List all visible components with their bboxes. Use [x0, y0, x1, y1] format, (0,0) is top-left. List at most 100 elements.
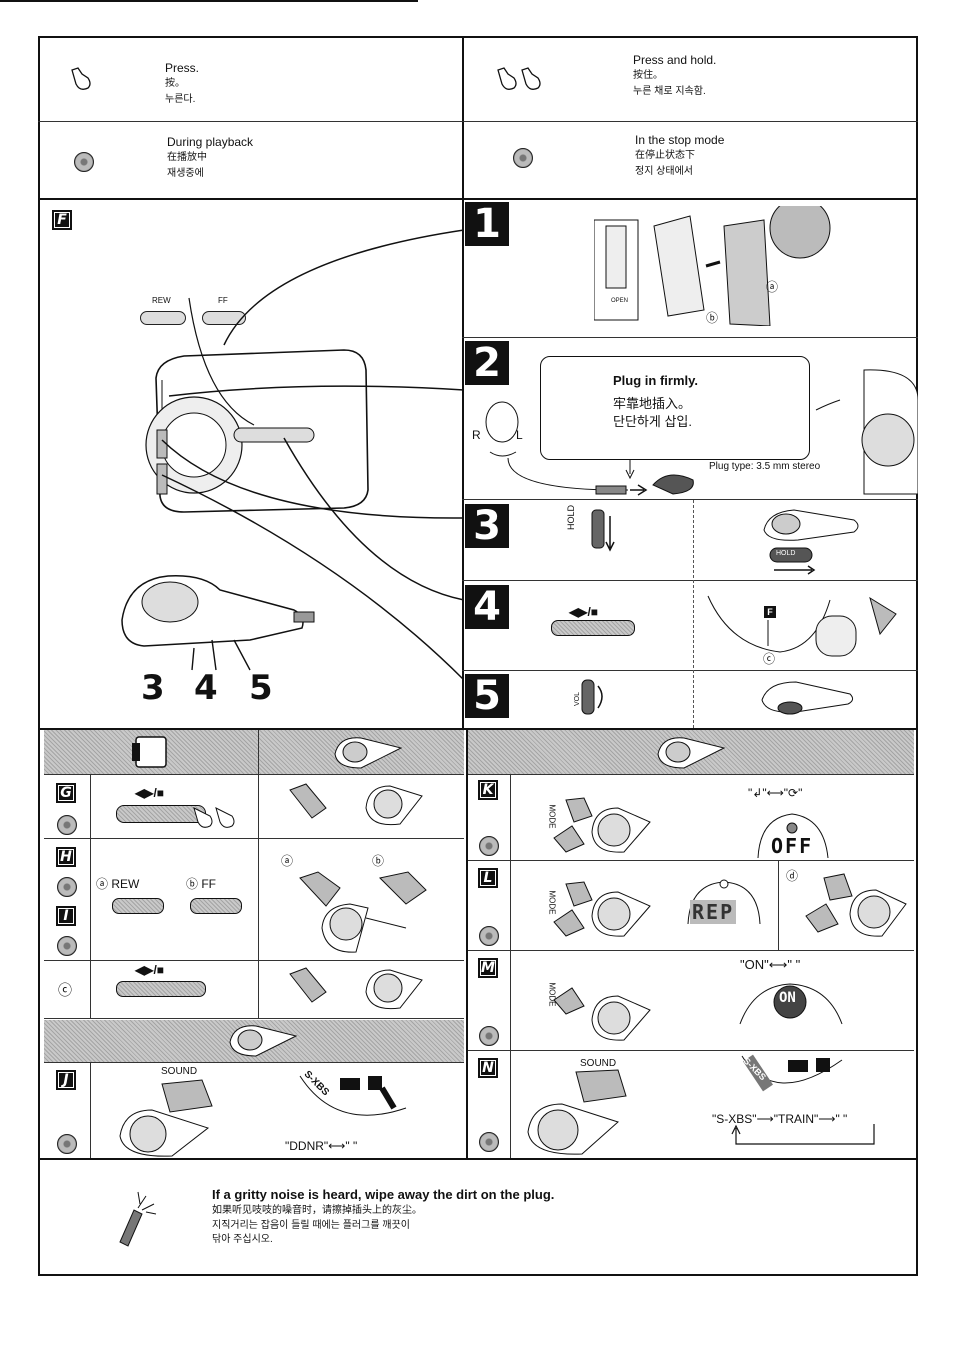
m-lcd-on: ON	[779, 990, 796, 1006]
k-lcd-illustration	[757, 813, 829, 859]
legend-playback-zh: 在播放中	[167, 152, 207, 163]
callout-4: 4	[194, 668, 218, 708]
stop-disc-icon	[513, 148, 533, 168]
n-sound-button-illustration[interactable]	[520, 1068, 650, 1158]
row-g-top	[44, 774, 464, 775]
footer-zh: 如果听见吱吱的噪音时，请擦掉插头上的灰尘。	[212, 1205, 422, 1216]
legend-stop-en: In the stop mode	[635, 133, 725, 147]
step-3-number: 3	[465, 504, 509, 548]
mark-b-step1: ⓑ	[706, 311, 719, 325]
earphone-r: R	[472, 428, 481, 442]
hi-mark-b: ⓑ	[372, 854, 385, 868]
m-mode-button-illustration[interactable]	[548, 980, 652, 1042]
volume-wheel-icon[interactable]	[578, 676, 608, 718]
legend-playback-ko: 재생중에	[167, 168, 204, 179]
n-lcd-illustration	[741, 1054, 843, 1092]
row-l-top	[468, 860, 914, 861]
step4-display-illustration	[707, 595, 897, 657]
j-playback-icon	[57, 1134, 77, 1154]
footer-ko-2: 닦아 주십시오.	[212, 1234, 273, 1245]
plug-title: Plug in firmly.	[613, 373, 698, 388]
plug-type: Plug type: 3.5 mm stereo	[709, 461, 821, 472]
legend-press-hold: Press and hold. 按住。 누른 채로 지속함.	[633, 52, 716, 100]
l-stop-icon	[479, 926, 499, 946]
remote-hold-illustration	[763, 509, 859, 575]
section-badge-k: K	[478, 780, 498, 800]
legend-press-en: Press.	[165, 61, 200, 75]
hi-ff-button[interactable]	[190, 898, 242, 914]
section-badge-m: M	[478, 958, 498, 978]
legend-press-hold-ko: 누른 채로 지속함.	[633, 86, 706, 97]
legend-divider	[462, 36, 464, 200]
legend-row-divider	[38, 121, 918, 122]
legend-stop-ko: 정지 상태에서	[635, 166, 693, 177]
footer-en: If a gritty noise is heard, wipe away th…	[212, 1187, 555, 1202]
remote-header-icon-gh	[334, 737, 403, 769]
m-cycle-text: "ON"⟷" "	[740, 957, 801, 972]
m-lcd-illustration	[739, 983, 843, 1025]
open-label: OPEN	[611, 298, 629, 304]
legend-bottom-rule	[38, 198, 918, 200]
legend-press-hold-zh: 按住。	[633, 70, 663, 81]
plug-clean-icon	[119, 1191, 157, 1247]
c-play-stop-button[interactable]	[116, 981, 206, 997]
step4-play-stop-button[interactable]	[551, 620, 635, 636]
c-mark: ⓒ	[58, 982, 72, 998]
k-stop-icon	[479, 836, 499, 856]
row-k-top	[468, 774, 914, 775]
remote-volume-illustration	[761, 681, 854, 715]
footer-notice: If a gritty noise is heard, wipe away th…	[212, 1186, 554, 1247]
l-lcd-rep: REP	[690, 900, 737, 924]
ff-button[interactable]	[202, 311, 246, 325]
l-mode-button-illustration[interactable]	[548, 876, 652, 938]
row-j-band-top	[44, 1018, 464, 1019]
k-mode-button-illustration[interactable]	[548, 792, 652, 854]
footer-top-rule	[38, 1158, 918, 1160]
j-sound-button-illustration[interactable]	[112, 1076, 242, 1158]
mark-a-step1: ⓐ	[766, 280, 779, 294]
lower-grid-divider	[466, 728, 468, 1158]
g-remote-press-illustration	[289, 783, 423, 826]
player-illustration	[121, 229, 464, 681]
section-badge-g: G	[56, 783, 76, 803]
section-badge-l: L	[478, 868, 498, 888]
l-col-divider	[778, 860, 779, 950]
g-playback-icon	[57, 815, 77, 835]
earphone-plug-illustration	[485, 369, 918, 496]
callout-3: 3	[141, 668, 165, 708]
j-sound-label: SOUND	[161, 1066, 198, 1077]
plug-zh: 牢靠地插入。	[613, 396, 692, 411]
step4-play-stop-label: ◀▶/■	[569, 605, 599, 619]
step-divider-2	[462, 499, 918, 500]
row-n-top	[468, 1050, 914, 1051]
hold-switch-icon	[591, 509, 615, 552]
rew-button[interactable]	[140, 311, 186, 325]
rew-mark-label: ⓐ REW	[96, 877, 140, 891]
k-cycle-text: "↲"⟷"⟳"	[748, 786, 803, 800]
g-play-stop-label: ◀▶/■	[135, 786, 165, 800]
c-remote-press-illustration	[289, 967, 423, 1010]
g-play-stop-button[interactable]	[116, 805, 206, 823]
legend-press-zh: 按。	[165, 78, 185, 89]
legend-press-ko: 누른다.	[165, 94, 196, 105]
m-stop-icon	[479, 1026, 499, 1046]
legend-stop-zh: 在停止状态下	[635, 150, 695, 161]
hold-label: HOLD	[566, 504, 576, 530]
j-lcd-illustration	[299, 1075, 407, 1116]
kn-label-col	[510, 774, 511, 1158]
hi-rew-button[interactable]	[112, 898, 164, 914]
n-playback-icon	[479, 1132, 499, 1152]
footer-ko-1: 지직거리는 잡음이 들릴 때에는 플러그를 깨끗이	[212, 1220, 410, 1231]
ff-mark-label: ⓑ FF	[186, 877, 216, 891]
step-divider-3	[462, 580, 918, 581]
l-remote-hold-illustration	[805, 873, 907, 937]
step-1-number: 1	[465, 202, 509, 246]
press-hand-icon	[71, 67, 91, 90]
rew-label: REW	[152, 296, 171, 305]
section-badge-j: J	[56, 1070, 76, 1090]
hi-remote-illustration	[299, 871, 427, 953]
top-rule	[0, 0, 418, 2]
plug-in-callout	[540, 356, 810, 460]
lower-grid-top	[38, 728, 918, 730]
step-divider-1	[462, 337, 918, 338]
